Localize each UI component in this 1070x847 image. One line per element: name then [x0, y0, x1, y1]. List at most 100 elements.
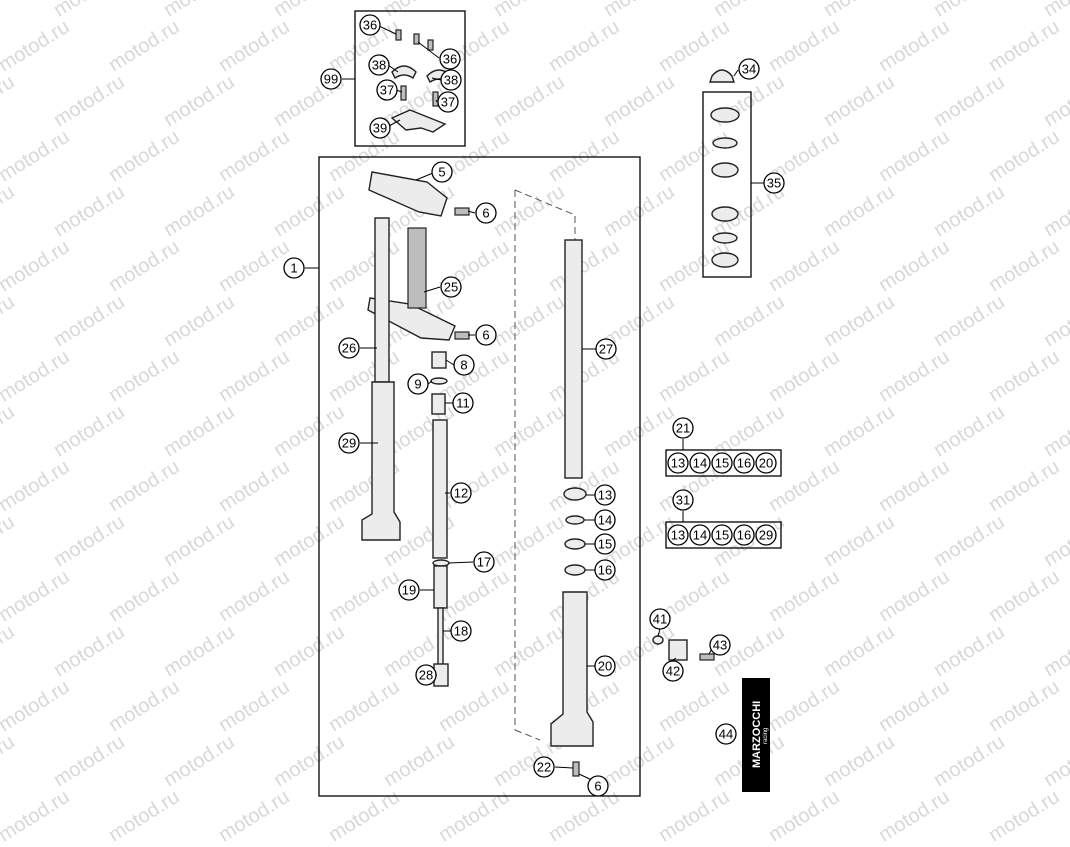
- callout-c36a: 36: [363, 18, 377, 33]
- right-fork-tube: [564, 239, 583, 479]
- callout-c29-circle: [338, 432, 360, 454]
- callout-c17-circle: [473, 551, 495, 573]
- callout-c37b-circle: [437, 91, 459, 113]
- steering-stem: [407, 227, 427, 309]
- callout-c28-circle: [415, 664, 437, 686]
- callout-c37a-circle: [376, 79, 398, 101]
- callout-c31: 31: [676, 493, 690, 508]
- callout-c43-circle: [709, 634, 731, 656]
- kit-item-kit_31-4-circle: [755, 524, 777, 546]
- callout-c6b: 6: [482, 328, 489, 343]
- left-fork-slider: [361, 381, 401, 541]
- callout-c14-circle: [594, 509, 616, 531]
- callout-c22: 22: [537, 760, 551, 775]
- callout-c6c-circle: [587, 775, 609, 797]
- callout-c42-circle: [662, 660, 684, 682]
- callout-c16: 16: [598, 563, 612, 578]
- callout-c16-circle: [594, 559, 616, 581]
- callout-c1-circle: [283, 257, 305, 279]
- callout-c22-circle: [533, 756, 555, 778]
- assembly-dash-line: [514, 189, 576, 240]
- callout-c27-circle: [595, 338, 617, 360]
- callout-c38a-circle: [368, 54, 390, 76]
- callout-c25-circle: [440, 276, 462, 298]
- kit-31-frame: [665, 521, 782, 549]
- callout-c34-circle: [738, 58, 760, 80]
- callout-c15-circle: [594, 533, 616, 555]
- callout-c27: 27: [599, 342, 613, 357]
- callout-c39-circle: [369, 117, 391, 139]
- callout-c21-circle: [672, 417, 694, 439]
- callout-c6a-circle: [475, 202, 497, 224]
- callout-c12: 12: [454, 486, 468, 501]
- kit-21-frame: [665, 449, 782, 477]
- callout-c12-circle: [450, 482, 472, 504]
- kit-item-kit_31-4: 29: [759, 528, 773, 543]
- callout-c17: 17: [477, 555, 491, 570]
- bearing-kit-frame: [702, 91, 752, 278]
- kit-item-kit_21-0: 13: [671, 456, 685, 471]
- exploded-parts-diagram: MARZOCCHI racing: [283, 10, 785, 797]
- callout-c19: 19: [402, 583, 416, 598]
- kit-item-kit_21-1-circle: [689, 452, 711, 474]
- kit-item-kit_21-2-circle: [711, 452, 733, 474]
- brand-sublabel: racing: [763, 728, 769, 744]
- callout-c42: 42: [666, 664, 680, 679]
- callout-c15: 15: [598, 537, 612, 552]
- kit-item-kit_21-3-circle: [733, 452, 755, 474]
- damper-rod: [437, 607, 444, 667]
- callout-c38b-circle: [440, 69, 462, 91]
- callout-c6a: 6: [482, 206, 489, 221]
- callout-c5-circle: [431, 161, 453, 183]
- kit-item-kit_31-3: 16: [737, 528, 751, 543]
- callout-c9-circle: [407, 373, 429, 395]
- callout-c20: 20: [598, 659, 612, 674]
- kit-item-kit_31-0: 13: [671, 528, 685, 543]
- callout-c28: 28: [419, 668, 433, 683]
- brand-label: MARZOCCHI: [751, 701, 763, 768]
- callout-c6b-circle: [475, 324, 497, 346]
- upper-triple-clamp: [368, 171, 448, 217]
- kit-item-kit_21-1: 14: [693, 456, 707, 471]
- callout-c5: 5: [438, 165, 445, 180]
- callout-c18: 18: [454, 624, 468, 639]
- callout-c26-circle: [338, 337, 360, 359]
- main-assembly-frame: [318, 156, 641, 797]
- kit-item-kit_21-4: 20: [759, 456, 773, 471]
- callout-c11: 11: [456, 396, 470, 411]
- callout-c13-circle: [594, 484, 616, 506]
- callout-c11-circle: [452, 392, 474, 414]
- kit-item-kit_21-3: 16: [737, 456, 751, 471]
- callout-c44: 44: [719, 727, 733, 742]
- callout-c20-circle: [594, 655, 616, 677]
- kit-item-kit_21-4-circle: [755, 452, 777, 474]
- callout-c39: 39: [373, 121, 387, 136]
- callout-c8-circle: [453, 354, 475, 376]
- fork-spring: [432, 419, 448, 559]
- callout-c41-circle: [649, 608, 671, 630]
- kit-item-kit_31-1-circle: [689, 524, 711, 546]
- right-fork-slider: [550, 591, 594, 747]
- kit-item-kit_31-1: 14: [693, 528, 707, 543]
- brand-plate: [742, 678, 770, 792]
- callout-c9: 9: [414, 377, 421, 392]
- callout-c13: 13: [598, 488, 612, 503]
- kit-item-kit_31-0-circle: [667, 524, 689, 546]
- callout-c35-circle: [763, 172, 785, 194]
- callout-c37a: 37: [380, 83, 394, 98]
- callout-c34: 34: [742, 62, 756, 77]
- kit-item-kit_31-2-circle: [711, 524, 733, 546]
- callout-c18-circle: [450, 620, 472, 642]
- callout-c44-circle: [715, 723, 737, 745]
- kit-item-kit_31-2: 15: [715, 528, 729, 543]
- kit-item-kit_21-0-circle: [667, 452, 689, 474]
- callout-c41: 41: [653, 612, 667, 627]
- callout-c99: 99: [324, 72, 338, 87]
- bearing-kit-parts: [709, 69, 740, 268]
- callout-c36b-circle: [439, 48, 461, 70]
- callout-c99-circle: [320, 68, 342, 90]
- callout-c37b: 37: [441, 95, 455, 110]
- callout-c38a: 38: [372, 58, 386, 73]
- callout-c35: 35: [767, 176, 781, 191]
